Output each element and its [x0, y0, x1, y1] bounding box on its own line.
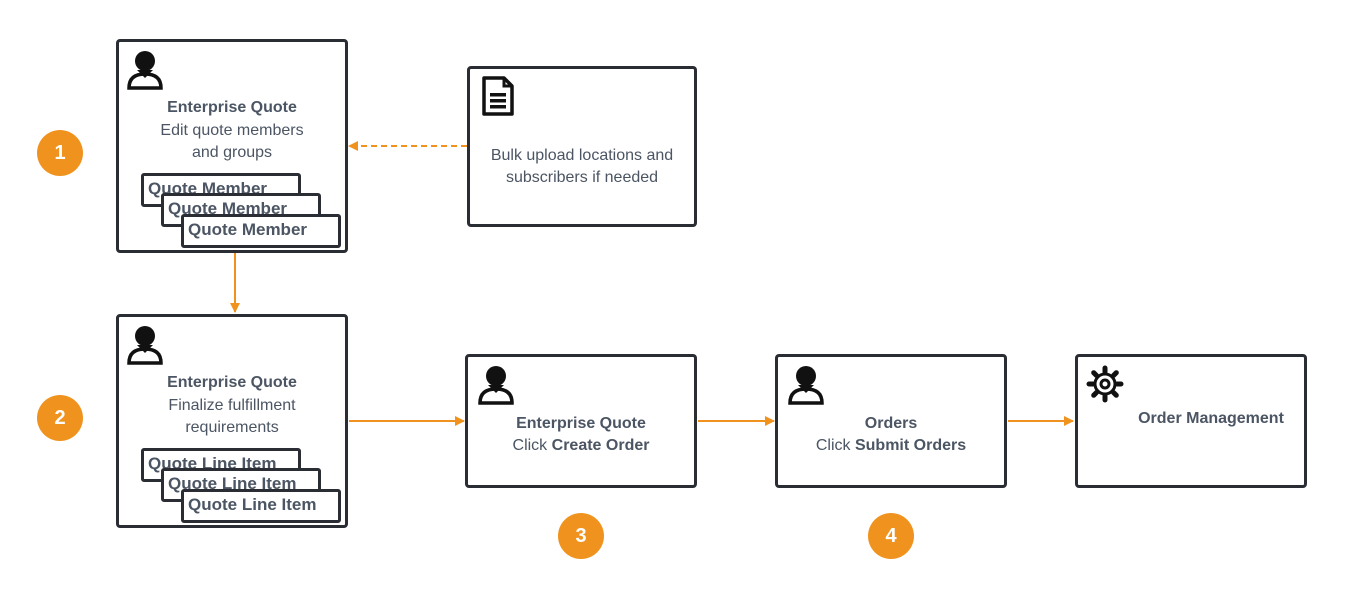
step2-box: Enterprise Quote Finalize fulfillment re…: [116, 314, 348, 528]
step4-action: Click Submit Orders: [815, 437, 967, 454]
step4-box: Orders Click Submit Orders: [775, 354, 1007, 488]
order-management-box: Order Management: [1075, 354, 1307, 488]
person-icon: [127, 326, 163, 365]
person-icon: [788, 366, 824, 405]
step-badge-4: 4: [868, 513, 914, 559]
bulk-upload-description: Bulk upload locations and subscribers if…: [490, 147, 674, 186]
bulk-upload-box: Bulk upload locations and subscribers if…: [467, 66, 697, 227]
submit-orders-label: Submit Orders: [854, 437, 967, 454]
step1-title: Enterprise Quote: [167, 99, 297, 116]
person-icon: [478, 366, 514, 405]
step2-description: Finalize fulfillment requirements: [168, 397, 296, 436]
gear-icon: [1086, 365, 1124, 403]
step3-action: Click Create Order: [512, 437, 650, 454]
order-management-title: Order Management: [1138, 410, 1284, 427]
step-badge-3: 3: [558, 513, 604, 559]
quote-line-item-card: Quote Line Item: [181, 489, 341, 523]
step1-box: Enterprise Quote Edit quote members and …: [116, 39, 348, 253]
person-icon: [127, 51, 163, 90]
step2-title: Enterprise Quote: [167, 374, 297, 391]
step3-title: Enterprise Quote: [516, 415, 646, 432]
step3-box: Enterprise Quote Click Create Order: [465, 354, 697, 488]
quote-member-card: Quote Member: [181, 214, 341, 248]
step1-description: Edit quote members and groups: [160, 122, 304, 161]
create-order-label: Create Order: [551, 437, 650, 454]
document-icon: [482, 76, 514, 116]
step-badge-1: 1: [37, 130, 83, 176]
step4-title: Orders: [864, 415, 918, 432]
step-badge-2: 2: [37, 395, 83, 441]
